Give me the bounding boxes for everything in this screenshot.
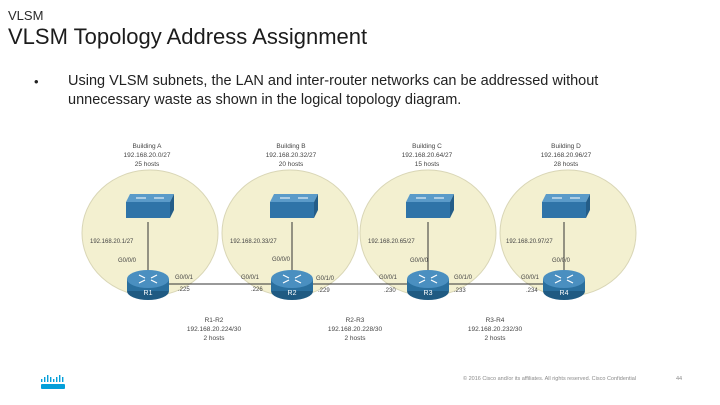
port-iface-3: G0/1/0 — [316, 276, 335, 282]
building-a-name: Building A — [133, 143, 163, 150]
page-number: 44 — [676, 376, 683, 382]
port-ip-1: .225 — [178, 287, 190, 293]
router-name-r2: R2 — [288, 290, 297, 297]
router-name-r1: R1 — [144, 290, 153, 297]
port-ip-2: .226 — [251, 287, 263, 293]
link-r1-r2-hosts: 2 hosts — [204, 335, 226, 342]
port-iface-5: G0/1/0 — [454, 275, 473, 281]
lan-iface-a: G0/0/0 — [118, 258, 137, 264]
port-iface-6: G0/0/1 — [521, 275, 540, 281]
link-r3-r4-hosts: 2 hosts — [485, 335, 507, 342]
body-text: Using VLSM subnets, the LAN and inter-ro… — [68, 73, 599, 108]
building-b-hosts: 20 hosts — [279, 161, 304, 168]
building-c-name: Building C — [412, 143, 442, 150]
router-icon — [543, 270, 585, 300]
link-r2-r3-hosts: 2 hosts — [345, 335, 367, 342]
port-ip-5: .233 — [454, 288, 466, 294]
gateway-c: 192.168.20.65/27 — [368, 239, 415, 245]
switch-icon — [126, 194, 174, 218]
router-icon — [271, 270, 313, 300]
lan-iface-b: G0/0/0 — [272, 257, 291, 263]
link-r1-r2-network: 192.168.20.224/30 — [187, 326, 242, 333]
router-name-r3: R3 — [424, 290, 433, 297]
building-a-hosts: 25 hosts — [135, 161, 160, 168]
switch-icon — [542, 194, 590, 218]
port-ip-4: .230 — [384, 288, 396, 294]
building-d-hosts: 28 hosts — [554, 161, 579, 168]
building-c-hosts: 15 hosts — [415, 161, 440, 168]
router-name-r4: R4 — [560, 290, 569, 297]
lan-iface-c: G0/0/0 — [410, 258, 429, 264]
building-d-network: 192.168.20.96/27 — [541, 152, 592, 159]
link-r3-r4-network: 192.168.20.232/30 — [468, 326, 523, 333]
switch-icon — [406, 194, 454, 218]
bullet-marker: • — [34, 74, 39, 89]
link-r1-r2-name: R1-R2 — [205, 317, 224, 324]
port-ip-6: .234 — [526, 288, 538, 294]
building-d-name: Building D — [551, 143, 581, 150]
gateway-b: 192.168.20.33/27 — [230, 239, 277, 245]
router-icon — [127, 270, 169, 300]
port-ip-3: .229 — [318, 288, 330, 294]
lan-iface-d: G0/0/0 — [552, 258, 571, 264]
link-r3-r4-name: R3-R4 — [486, 317, 505, 324]
copyright-footer: © 2016 Cisco and/or its affiliates. All … — [463, 376, 637, 382]
router-icon — [407, 270, 449, 300]
cisco-logo-icon — [41, 375, 65, 389]
building-b-name: Building B — [276, 143, 305, 150]
slide-title: VLSM Topology Address Assignment — [8, 24, 368, 49]
gateway-d: 192.168.20.97/27 — [506, 239, 553, 245]
gateway-a: 192.168.20.1/27 — [90, 239, 134, 245]
switch-icon — [270, 194, 318, 218]
building-c-network: 192.168.20.64/27 — [402, 152, 453, 159]
link-r2-r3-network: 192.168.20.228/30 — [328, 326, 383, 333]
section-label: VLSM — [8, 8, 44, 23]
port-iface-2: G0/0/1 — [241, 275, 260, 281]
building-b-network: 192.168.20.32/27 — [266, 152, 317, 159]
link-r2-r3-name: R2-R3 — [346, 317, 365, 324]
port-iface-4: G0/0/1 — [379, 275, 398, 281]
building-a-network: 192.168.20.0/27 — [124, 152, 171, 159]
port-iface-1: G0/0/1 — [175, 275, 194, 281]
